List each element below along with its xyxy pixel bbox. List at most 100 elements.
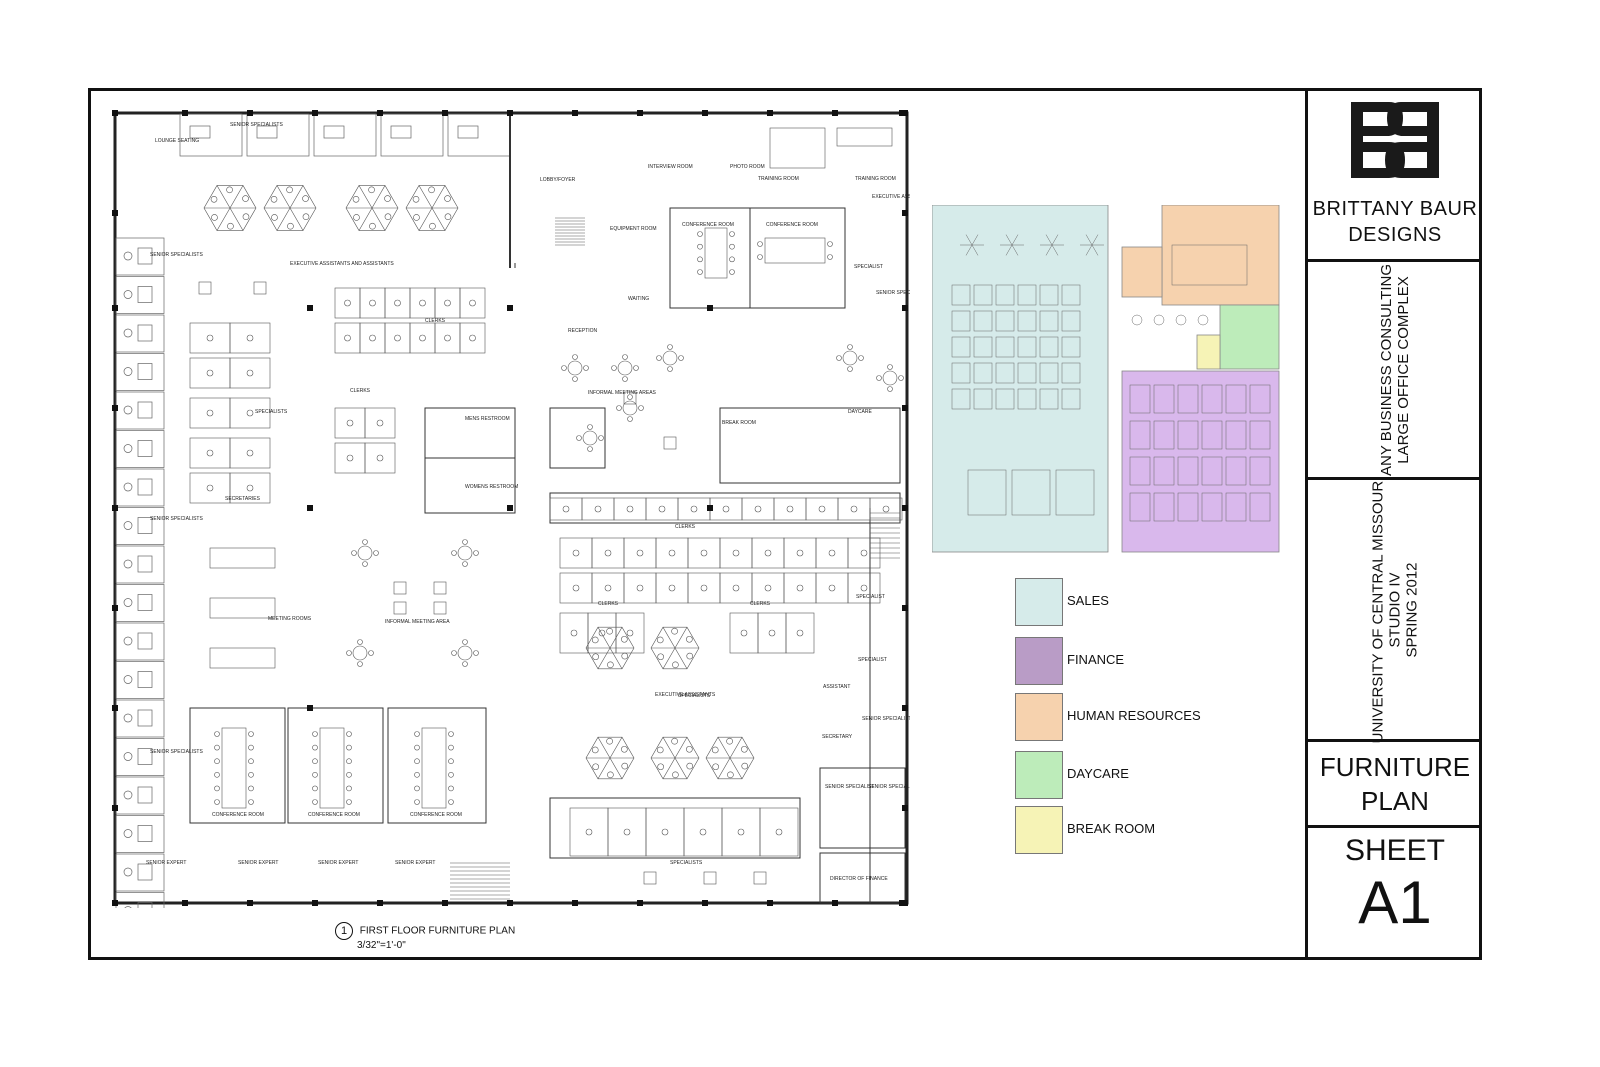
room-label-clerks-5: CLERKS — [750, 601, 771, 607]
zone-human-resources-annex — [1121, 246, 1163, 298]
room-label-specialists-2: SPECIALISTS — [678, 693, 711, 699]
plan-number: 1 — [335, 922, 353, 940]
room-label-senior-specialists: SENIOR SPECIALISTS — [230, 122, 283, 128]
room-label-specialists-bottom: SPECIALISTS — [670, 860, 703, 866]
school-line3: SPRING 2012 — [1403, 561, 1421, 658]
room-label-conference-room-2: CONFERENCE ROOM — [308, 812, 360, 818]
room-label-interview-room: INTERVIEW ROOM — [648, 164, 693, 170]
school-line1: UNIVERSITY OF CENTRAL MISSOURI — [1369, 476, 1387, 743]
legend-label-daycare: DAYCARE — [1067, 766, 1129, 781]
room-label-reception: RECEPTION — [568, 328, 598, 334]
room-label-break-room: BREAK ROOM — [722, 420, 756, 426]
title-block-sheet-number-cell: SHEET A1 — [1305, 828, 1482, 960]
sheet-title-line1: FURNITURE — [1319, 752, 1471, 782]
title-block: BRITTANY BAUR DESIGNS ANY BUSINESS CONSU… — [1305, 88, 1482, 960]
room-label-womens-restroom: WOMENS RESTROOM — [465, 484, 518, 490]
school-info: UNIVERSITY OF CENTRAL MISSOURI STUDIO IV… — [1370, 476, 1421, 743]
room-label-specialist-1: SPECIALIST — [854, 264, 883, 270]
sheet-title-line2: PLAN — [1361, 786, 1429, 816]
zone-break-room — [1196, 334, 1221, 370]
room-label-meeting-rooms: MEETING ROOMS — [268, 616, 312, 622]
project-name: ANY BUSINESS CONSULTING LARGE OFFICE COM… — [1378, 264, 1412, 476]
room-label-daycare: DAYCARE — [848, 409, 872, 415]
room-label-senior-specialists-3: SENIOR SPECIALISTS — [150, 516, 203, 522]
room-label-director-finance: DIRECTOR OF FINANCE — [830, 876, 888, 882]
plan-title: FIRST FLOOR FURNITURE PLAN — [359, 925, 516, 937]
room-label-assistant: ASSISTANT — [823, 684, 850, 690]
room-label-informal-meeting-area: INFORMAL MEETING AREA — [385, 619, 450, 625]
plan-scale: 3/32"=1'-0" — [357, 940, 406, 951]
legend-item-break-room: BREAK ROOM — [1015, 806, 1315, 854]
room-label-secretaries: SECRETARIES — [225, 496, 261, 502]
room-label-senior-expert-4: SENIOR EXPERT — [395, 860, 435, 866]
room-label-senior-specialist-2: SENIOR SPECIALIST — [862, 716, 910, 722]
room-label-executive-assistants: EXECUTIVE ASSISTANTS — [655, 692, 716, 698]
title-block-logo-cell: BRITTANY BAUR DESIGNS — [1305, 88, 1482, 262]
sheet-label: SHEET — [1344, 834, 1446, 867]
room-label-senior-specialists-2: SENIOR SPECIALISTS — [150, 252, 203, 258]
zone-finance — [1121, 370, 1280, 553]
room-label-senior-specialist-4: SENIOR SPECIALIST — [868, 784, 910, 790]
room-label-clerks-2: CLERKS — [350, 388, 371, 394]
legend-item-finance: FINANCE — [1015, 637, 1315, 685]
legend-swatch-sales — [1015, 578, 1063, 626]
legend-swatch-finance — [1015, 637, 1063, 685]
room-label-senior-expert-3: SENIOR EXPERT — [318, 860, 358, 866]
room-label-clerks-4: CLERKS — [598, 601, 619, 607]
room-label-lounge: LOUNGE SEATING — [155, 138, 199, 144]
room-label-training-room-2: TRAINING ROOM — [855, 176, 896, 182]
title-block-sheet-title-cell: FURNITURE PLAN — [1305, 742, 1482, 828]
room-label-conference-room-5: CONFERENCE ROOM — [766, 222, 818, 228]
room-label-specialist-3: SPECIALIST — [858, 657, 887, 663]
room-label-senior-specialist-3: SENIOR SPECIALIST — [825, 784, 874, 790]
room-label-waiting: WAITING — [628, 296, 649, 302]
sheet-title: FURNITURE PLAN — [1308, 750, 1482, 818]
company-name-line2: DESIGNS — [1348, 224, 1442, 246]
title-block-project-cell: ANY BUSINESS CONSULTING LARGE OFFICE COM… — [1305, 262, 1482, 480]
room-label-mens-restroom: MENS RESTROOM — [465, 416, 510, 422]
legend-swatch-human-resources — [1015, 693, 1063, 741]
room-label-secretary: SECRETARY — [822, 734, 853, 740]
room-label-executive-assistant: EXECUTIVE ASSISTANT — [872, 194, 910, 200]
room-label-conference-room-3: CONFERENCE ROOM — [410, 812, 462, 818]
legend-swatch-break-room — [1015, 806, 1063, 854]
legend-label-sales: SALES — [1067, 593, 1109, 608]
legend-label-human-resources: HUMAN RESOURCES — [1067, 708, 1201, 723]
room-label-specialist-2: SPECIALIST — [856, 594, 885, 600]
room-label-exec-assistants: EXECUTIVE ASSISTANTS AND ASSISTANTS — [290, 261, 394, 267]
zone-daycare — [1219, 304, 1280, 370]
legend-item-human-resources: HUMAN RESOURCES — [1015, 693, 1315, 741]
room-label-senior-specialist-1: SENIOR SPECIALIST — [876, 290, 910, 296]
room-label-clerks-3: CLERKS — [675, 524, 696, 530]
room-label-conference-room-4: CONFERENCE ROOM — [682, 222, 734, 228]
room-label-conference-room-1: CONFERENCE ROOM — [212, 812, 264, 818]
school-line2: STUDIO IV — [1386, 572, 1404, 648]
department-key-plan — [932, 205, 1280, 553]
legend-item-sales: SALES — [1015, 578, 1315, 626]
room-label-senior-expert-1: SENIOR EXPERT — [146, 860, 186, 866]
project-name-line1: ANY BUSINESS CONSULTING — [1378, 263, 1395, 476]
bb-logo-icon — [1308, 100, 1482, 185]
first-floor-furniture-plan: LOUNGE SEATING SENIOR SPECIALISTS SENIOR S… — [112, 110, 910, 908]
zone-human-resources — [1161, 205, 1280, 306]
legend-swatch-daycare — [1015, 751, 1063, 799]
room-label-equipment-room: EQUIPMENT ROOM — [610, 226, 657, 232]
project-name-line2: LARGE OFFICE COMPLEX — [1395, 275, 1412, 464]
plan-caption: 1 FIRST FLOOR FURNITURE PLAN 3/32"=1'-0" — [335, 922, 515, 952]
room-label-informal-meeting-areas: INFORMAL MEETING AREAS — [588, 390, 657, 396]
room-label-lobby: LOBBY/FOYER — [540, 177, 576, 183]
room-label-specialists-1: SPECIALISTS — [255, 409, 288, 415]
legend-item-daycare: DAYCARE — [1015, 751, 1315, 799]
room-label-clerks-1: CLERKS — [425, 318, 446, 324]
company-name-line1: BRITTANY BAUR — [1312, 198, 1478, 220]
sheet-number: A1 — [1358, 869, 1432, 936]
room-label-senior-expert-2: SENIOR EXPERT — [238, 860, 278, 866]
room-label-photo-room: PHOTO ROOM — [730, 164, 765, 170]
legend-label-finance: FINANCE — [1067, 652, 1125, 667]
title-block-school-cell: UNIVERSITY OF CENTRAL MISSOURI STUDIO IV… — [1305, 476, 1482, 743]
legend-label-break-room: BREAK ROOM — [1067, 821, 1156, 836]
company-name: BRITTANY BAUR DESIGNS — [1308, 196, 1482, 248]
zone-sales — [932, 205, 1109, 553]
room-label-training-room-1: TRAINING ROOM — [758, 176, 799, 182]
room-label-senior-specialists-4: SENIOR SPECIALISTS — [150, 749, 203, 755]
